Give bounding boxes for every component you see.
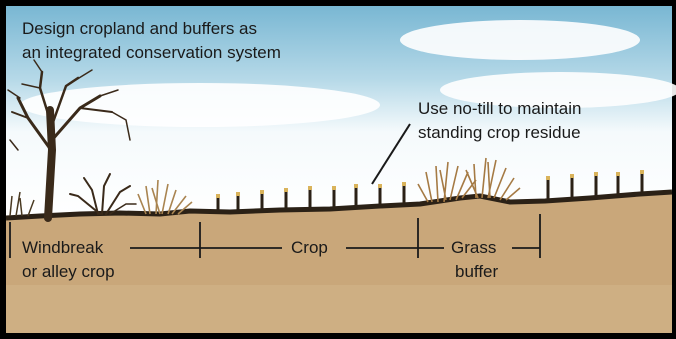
title-line-2: an integrated conservation system [22, 41, 281, 65]
grass-line-2: buffer [449, 260, 498, 284]
windbreak-line-1: Windbreak [22, 236, 115, 260]
title-line-1: Design cropland and buffers as [22, 17, 281, 41]
annotation-line-1: Use no-till to maintain [418, 97, 581, 121]
crop-label: Crop [291, 236, 328, 260]
annotation-line-2: standing crop residue [418, 121, 581, 145]
zone-label-crop: Crop [291, 236, 328, 260]
soil-lower [6, 285, 672, 333]
zone-label-grass-buffer: Grass buffer [449, 236, 498, 284]
windbreak-line-2: or alley crop [22, 260, 115, 284]
diagram-title: Design cropland and buffers as an integr… [22, 17, 281, 65]
zone-label-windbreak: Windbreak or alley crop [22, 236, 115, 284]
grass-line-1: Grass [449, 236, 498, 260]
no-till-annotation: Use no-till to maintain standing crop re… [418, 97, 581, 145]
